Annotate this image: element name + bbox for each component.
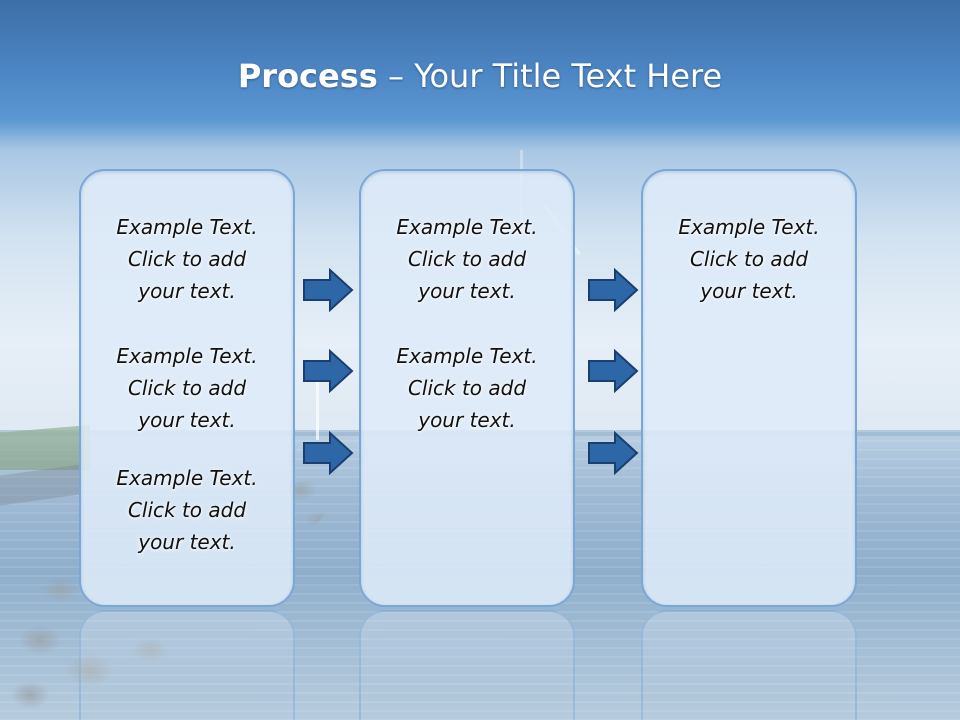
text-line: your text. (138, 408, 236, 432)
text-line: Example Text. (678, 215, 820, 239)
box-reflection (79, 610, 295, 720)
text-line: your text. (138, 530, 236, 554)
text-line: Click to add (407, 376, 527, 400)
text-block[interactable]: Example Text. Click to add your text. (361, 211, 573, 307)
text-line: Example Text. (116, 466, 258, 490)
text-line: Example Text. (396, 215, 538, 239)
arrow-right-icon (588, 431, 639, 475)
text-block[interactable]: Example Text. Click to add your text. (81, 211, 293, 307)
text-block[interactable]: Example Text. Click to add your text. (361, 340, 573, 436)
arrow-right-icon (303, 268, 354, 312)
process-box-3[interactable]: Example Text. Click to add your text. (641, 169, 857, 607)
title-bar: Process – Your Title Text Here (0, 0, 960, 128)
text-line: Click to add (127, 498, 247, 522)
text-line: Click to add (127, 247, 247, 271)
process-box-1[interactable]: Example Text. Click to add your text. Ex… (79, 169, 295, 607)
text-line: Example Text. (396, 344, 538, 368)
wind-turbine-tower (316, 380, 319, 440)
arrow-right-icon (588, 268, 639, 312)
text-line: your text. (418, 408, 516, 432)
arrow-right-icon (303, 349, 354, 393)
shore-land (0, 425, 90, 470)
text-line: Example Text. (116, 215, 258, 239)
arrow-right-icon (303, 431, 354, 475)
text-block[interactable]: Example Text. Click to add your text. (643, 211, 855, 307)
text-line: Example Text. (116, 344, 258, 368)
text-line: your text. (700, 279, 798, 303)
text-line: your text. (138, 279, 236, 303)
text-line: Click to add (689, 247, 809, 271)
text-block[interactable]: Example Text. Click to add your text. (81, 340, 293, 436)
process-box-2[interactable]: Example Text. Click to add your text. Ex… (359, 169, 575, 607)
title-rest: – Your Title Text Here (377, 57, 723, 95)
title-bold: Process (237, 57, 378, 95)
text-block[interactable]: Example Text. Click to add your text. (81, 462, 293, 558)
slide-title[interactable]: Process – Your Title Text Here (0, 54, 960, 98)
box-reflection (359, 610, 575, 720)
box-reflection (641, 610, 857, 720)
arrow-right-icon (588, 349, 639, 393)
text-line: your text. (418, 279, 516, 303)
text-line: Click to add (127, 376, 247, 400)
text-line: Click to add (407, 247, 527, 271)
